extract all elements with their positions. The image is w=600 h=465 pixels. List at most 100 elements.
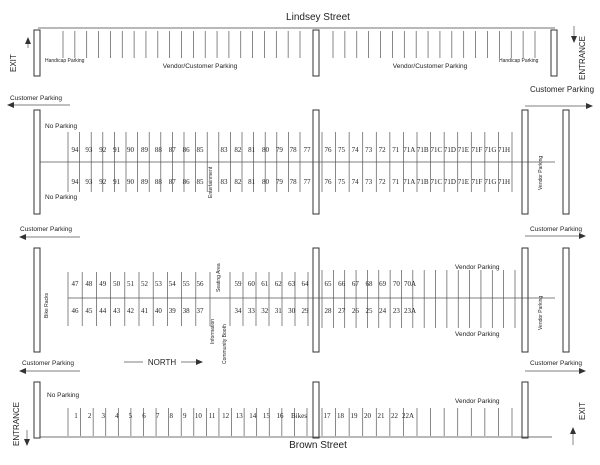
stall-number: 75 (338, 146, 346, 154)
vendor-parking-row1: Vendor Parking (538, 156, 544, 190)
north-lot: Lindsey Street Handicap Parking Handicap… (7, 12, 594, 109)
stall-number: 11 (209, 412, 216, 420)
stall-number: 71D (444, 178, 456, 186)
stall-number: 89 (141, 178, 149, 186)
stall-number: 71A (403, 178, 415, 186)
stall-number: 71C (430, 146, 442, 154)
stall-number: 2 (88, 412, 92, 420)
stall-number: 79 (276, 146, 284, 154)
stall-number: 91 (113, 178, 121, 186)
stall-number: 75 (338, 178, 346, 186)
handicap-parking-left: Handicap Parking (45, 58, 85, 64)
customer-parking-ml: Customer Parking (20, 226, 72, 233)
stall-number: 73 (365, 146, 373, 154)
stall-number: 31 (275, 307, 283, 315)
north-label-bg (143, 355, 181, 368)
stall-number: 90 (127, 178, 135, 186)
vendor-parking-row2-top: Vendor Parking (455, 264, 500, 271)
stall-number: 33 (248, 307, 256, 315)
stall-number: 77 (304, 146, 312, 154)
stall-number: 71F (471, 146, 482, 154)
stall-number: 80 (262, 146, 270, 154)
stall-number: 26 (352, 307, 360, 315)
stall-number: 59 (235, 280, 243, 288)
stall-number: 21 (378, 412, 386, 420)
stall-number: 23 (393, 307, 401, 315)
stall-number: 93 (85, 178, 93, 186)
stall-number: 6 (142, 412, 146, 420)
no-parking-top-left: No Parking (45, 123, 78, 130)
stall-number: 68 (366, 280, 374, 288)
stall-number: 71F (471, 178, 482, 186)
stall-number: 4 (115, 412, 119, 420)
entrance-label-top: ENTRANCE (578, 36, 587, 80)
stall-number: 90 (127, 146, 135, 154)
stall-number: 69 (379, 280, 387, 288)
stall-number: 19 (351, 412, 359, 420)
stall-number: 30 (288, 307, 296, 315)
stall-number: 71B (417, 178, 429, 186)
stall-number: 94 (72, 146, 80, 154)
no-parking-bottom-left: No Parking (45, 194, 78, 201)
divider-bar (521, 381, 529, 439)
stall-number: 71 (392, 146, 400, 154)
stall-number: 65 (325, 280, 333, 288)
stall-number: 71E (458, 178, 469, 186)
divider-bar (312, 29, 320, 77)
vendor-parking-row2-bot: Vendor Parking (455, 331, 500, 338)
stall-number: 7 (156, 412, 160, 420)
stall-number: 86 (183, 178, 191, 186)
stall-number: 78 (290, 178, 298, 186)
stall-number: 54 (169, 280, 177, 288)
stall-number: 46 (72, 307, 80, 315)
stall-number: 74 (352, 146, 360, 154)
stall-number: 77 (304, 178, 312, 186)
stall-number: 76 (325, 178, 333, 186)
stall-number: 52 (141, 280, 149, 288)
stall-number: 55 (183, 280, 191, 288)
stall-number: 71E (458, 146, 469, 154)
divider-bar (312, 381, 320, 439)
lindsey-street-label: Lindsey Street (286, 12, 350, 23)
stall-number: 67 (352, 280, 360, 288)
stall-number: 15 (263, 412, 271, 420)
stall-number: 71H (498, 146, 510, 154)
customer-parking-tl: Customer Parking (10, 95, 62, 102)
brown-street-label: Brown Street (289, 440, 347, 451)
customer-parking-br: Customer Parking (530, 360, 582, 367)
vendor-parking-row2-side: Vendor Parking (538, 296, 544, 330)
divider-bar (33, 247, 41, 353)
stall-number: 91 (113, 146, 121, 154)
stall-number: 24 (379, 307, 387, 315)
no-parking-bottom: No Parking (47, 392, 80, 399)
stall-number: 20 (364, 412, 372, 420)
stall-number: 83 (221, 178, 229, 186)
stall-number: 62 (275, 280, 283, 288)
stall-number: 10 (195, 412, 203, 420)
divider-bar (562, 109, 570, 215)
divider-bar (550, 29, 558, 77)
stall-number: 9 (183, 412, 187, 420)
entertainment-label: Entertainment (208, 166, 214, 198)
stall-number: 17 (324, 412, 332, 420)
stall-number: 56 (197, 280, 205, 288)
stall-number: 1 (74, 412, 78, 420)
stall-number: 12 (222, 412, 230, 420)
stall-number: 71D (444, 146, 456, 154)
stall-number: 49 (99, 280, 107, 288)
seating-area-label: Seating Area (216, 263, 222, 292)
stall-number: 70 (393, 280, 401, 288)
stall-number: 37 (197, 307, 205, 315)
stall-number: 22A (402, 412, 414, 420)
stall-number: 86 (183, 146, 191, 154)
stall-number: 92 (99, 178, 107, 186)
stall-number: 41 (141, 307, 149, 315)
stall-number: 72 (379, 146, 387, 154)
stall-number: 87 (169, 146, 177, 154)
customer-parking-tr: Customer Parking (530, 85, 594, 94)
